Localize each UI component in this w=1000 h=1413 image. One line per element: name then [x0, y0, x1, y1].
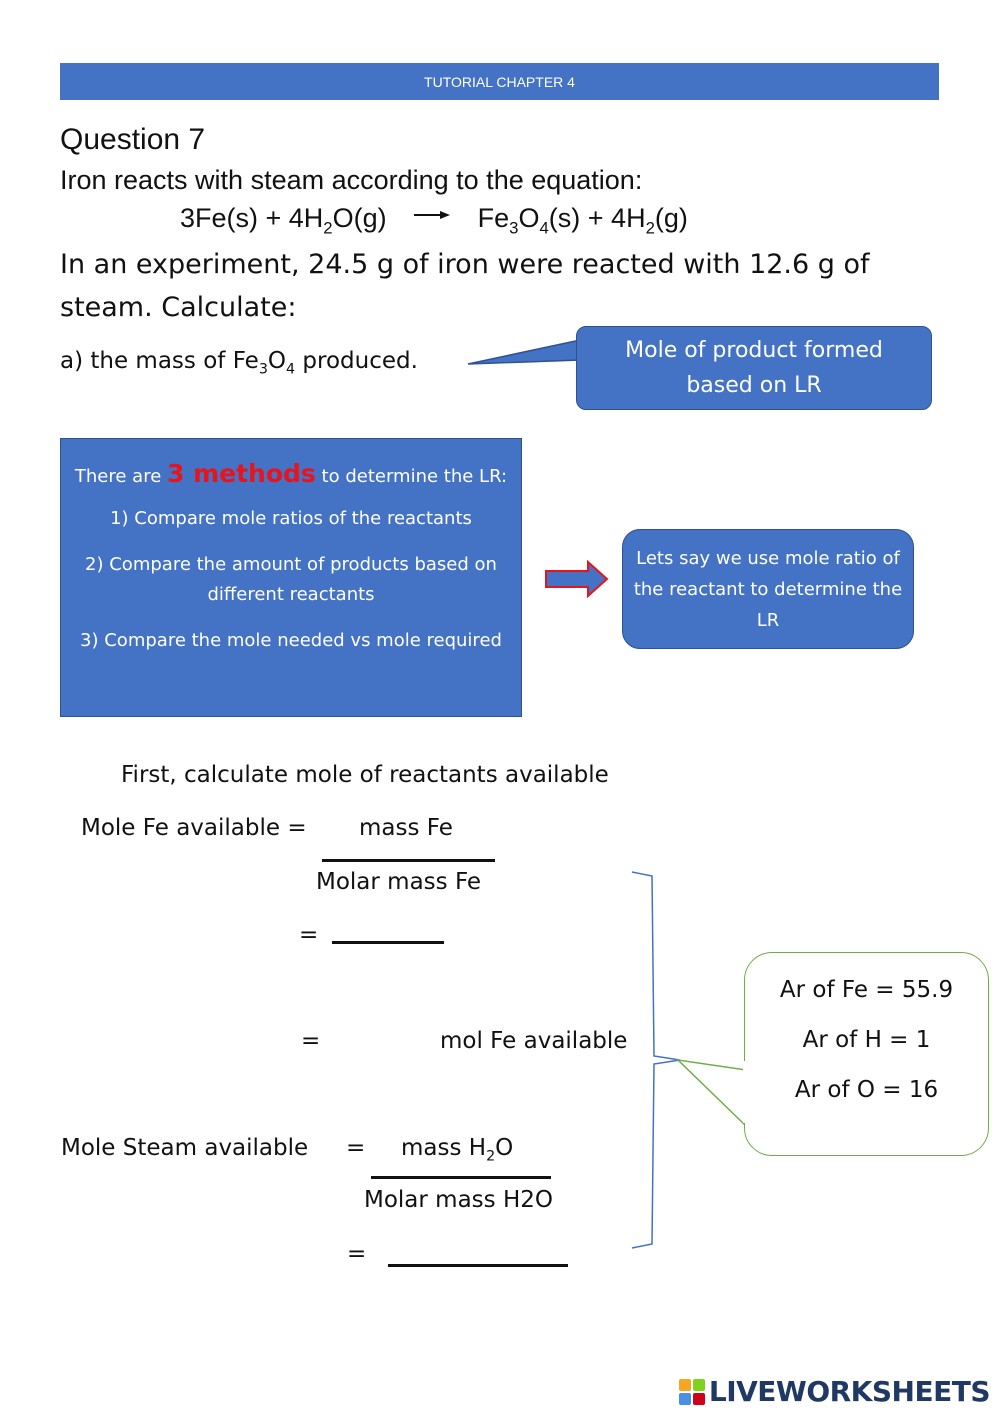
callout-line: Mole of product formed [625, 338, 883, 363]
fraction-bar [371, 1176, 551, 1179]
steam-numerator-text: mass H [401, 1135, 487, 1161]
header-bar: TUTORIAL CHAPTER 4 [60, 63, 939, 100]
question-title: Question 7 [60, 123, 206, 156]
equation-sub: 3 [509, 218, 519, 238]
part-a-text: a) the mass of Fe [60, 348, 259, 374]
equation-left-end: O(g) [332, 203, 387, 233]
methods-heading: There are 3 methods to determine the LR: [61, 459, 521, 488]
question-intro: Iron reacts with steam according to the … [60, 165, 643, 195]
equals-sign: = [347, 1241, 367, 1267]
fe-result-suffix: mol Fe available [440, 1028, 628, 1054]
reaction-arrow-icon [414, 196, 451, 227]
methods-heading-text: There are [74, 466, 167, 487]
callout-product: Mole of product formed based on LR [576, 326, 932, 410]
brace-icon [631, 871, 680, 1249]
equation-sub: 4 [539, 218, 549, 238]
header-title: TUTORIAL CHAPTER 4 [424, 73, 575, 90]
method-item: 3) Compare the mole needed vs mole requi… [80, 630, 502, 651]
equation-sub: 2 [645, 218, 655, 238]
steam-denominator: Molar mass H2O [364, 1187, 553, 1213]
atomic-mass-fe: Ar of Fe = 55.9 [779, 977, 954, 1003]
equation-right-c: (s) + 4H [548, 203, 646, 233]
methods-highlight: 3 methods [167, 459, 316, 488]
callout-pointer-icon [676, 1058, 747, 1127]
part-a-text: produced. [295, 348, 418, 374]
part-a: a) the mass of Fe3O4 produced. [60, 348, 418, 378]
callout-pointer-icon [467, 339, 581, 365]
part-a-sub: 4 [286, 361, 296, 378]
equation-left: 3Fe(s) + 4H [180, 203, 324, 233]
method-item: 2) Compare the amount of products based … [85, 554, 497, 605]
brand-logo[interactable]: LIVEWORKSHEETS [678, 1375, 991, 1408]
answer-blank[interactable] [332, 941, 444, 944]
atomic-mass-box: Ar of Fe = 55.9 Ar of H = 1 Ar of O = 16 [744, 952, 989, 1156]
equals-sign: = [299, 922, 319, 948]
fe-denominator: Molar mass Fe [316, 869, 482, 895]
method-item: 1) Compare mole ratios of the reactants [110, 508, 472, 529]
fraction-bar [322, 859, 495, 862]
seam-cover [743, 1061, 747, 1123]
first-step-text: First, calculate mole of reactants avail… [121, 762, 609, 788]
right-arrow-icon [545, 560, 609, 598]
steam-label: Mole Steam available [61, 1135, 309, 1161]
equation-right-b: O [518, 203, 540, 233]
chemical-equation: 3Fe(s) + 4H2O(g) Fe3O4(s) + 4H2(g) [180, 203, 688, 238]
equals-sign: = [301, 1028, 321, 1054]
answer-blank[interactable] [388, 1264, 568, 1267]
fe-label: Mole Fe available = [81, 815, 307, 841]
steam-numerator-sub: 2 [486, 1148, 496, 1165]
part-a-text: O [267, 348, 287, 374]
methods-heading-text: to determine the LR: [315, 466, 508, 487]
atomic-mass-h: Ar of H = 1 [802, 1027, 931, 1053]
brand-name: LIVEWORKSHEETS [708, 1375, 991, 1408]
atomic-mass-o: Ar of O = 16 [794, 1077, 939, 1103]
methods-box: There are 3 methods to determine the LR:… [60, 438, 522, 717]
brand-logo-icon [678, 1378, 705, 1405]
equation-sub: 2 [323, 218, 333, 238]
steam-numerator-text: O [495, 1135, 514, 1161]
callout-line: based on LR [686, 373, 822, 398]
experiment-text: In an experiment, 24.5 g of iron were re… [60, 249, 870, 323]
equation-right-d: (g) [654, 203, 688, 233]
steam-numerator: mass H2O [401, 1135, 513, 1165]
note-box: Lets say we use mole ratio of the reacta… [622, 529, 914, 649]
fe-numerator: mass Fe [359, 815, 453, 841]
part-a-sub: 3 [258, 361, 268, 378]
equation-right-a: Fe [477, 203, 510, 233]
equals-sign: = [346, 1135, 366, 1161]
